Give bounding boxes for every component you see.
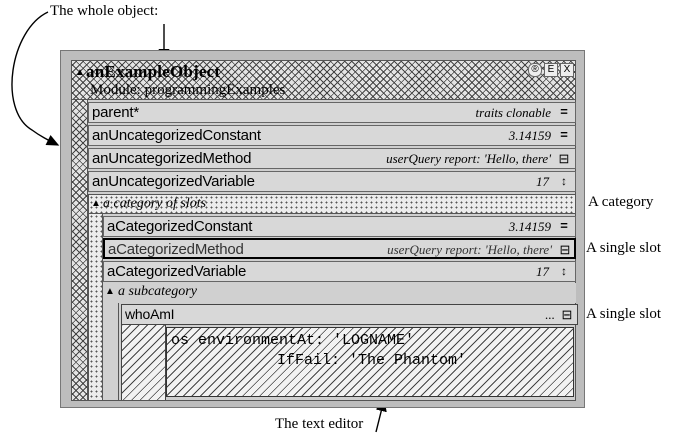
slot-row[interactable]: aCategorizedConstant 3.14159 = <box>103 216 576 237</box>
slot-row[interactable]: aCategorizedVariable 17 ↕ <box>103 261 576 282</box>
method-box-icon[interactable]: ⊟ <box>558 151 570 166</box>
editor-line[interactable]: IfFail: 'The Phantom' <box>277 352 467 369</box>
constant-icon[interactable]: = <box>560 104 568 119</box>
variable-arrows-icon[interactable]: ↕ <box>561 174 567 188</box>
category-header[interactable]: ▲ a category of slots <box>88 194 576 214</box>
slot-row-selected[interactable]: aCategorizedMethod userQuery report: 'He… <box>103 238 576 259</box>
slot-value: 17 <box>536 174 549 189</box>
slot-name: aCategorizedVariable <box>107 263 247 280</box>
slot-name: anUncategorizedConstant <box>92 127 261 144</box>
slot-value: 3.14159 <box>508 128 551 143</box>
slot-value: userQuery report: 'Hello, there' <box>386 151 551 166</box>
annotation-category: A category <box>588 194 654 210</box>
expand-triangle-icon[interactable]: ▲ <box>75 67 85 78</box>
slot-row[interactable]: parent* traits clonable = <box>88 102 576 123</box>
slot-value: traits clonable <box>475 105 551 120</box>
category-margin <box>88 214 103 400</box>
slot-name: whoAmI <box>125 306 175 322</box>
constant-icon[interactable]: = <box>560 218 568 233</box>
text-editor[interactable]: os environmentAt: 'LOGNAME' IfFail: 'The… <box>166 327 574 397</box>
slot-name: anUncategorizedMethod <box>92 150 252 167</box>
annotation-single-slot-1: A single slot <box>586 240 662 256</box>
annotation-whole-object: The whole object: <box>50 3 159 19</box>
object-margin <box>71 100 88 400</box>
category-label: a category of slots <box>103 196 207 211</box>
module-label: Module: programmingExamples <box>90 82 286 98</box>
slot-row-whoami[interactable]: whoAmI ... ⊟ <box>121 304 578 325</box>
slot-row[interactable]: anUncategorizedMethod userQuery report: … <box>88 148 576 169</box>
slot-name: aCategorizedConstant <box>107 218 253 235</box>
slot-name: parent* <box>92 104 139 121</box>
expand-triangle-icon[interactable]: ▲ <box>91 198 101 209</box>
object-title: anExampleObject <box>86 62 221 81</box>
annotation-single-slot-2: A single slot <box>586 306 662 322</box>
subcategory-margin <box>103 303 119 400</box>
constant-icon[interactable]: = <box>560 127 568 142</box>
method-box-icon[interactable]: ⊟ <box>561 307 573 322</box>
slot-row[interactable]: anUncategorizedVariable 17 ↕ <box>88 171 576 192</box>
slot-value: 3.14159 <box>508 219 551 234</box>
slot-value: 17 <box>536 264 549 279</box>
subcategory-label: a subcategory <box>118 284 197 299</box>
subcategory-header[interactable]: ▲ a subcategory <box>103 283 576 303</box>
arrow-to-outer-frame <box>11 11 60 146</box>
method-box-icon[interactable]: ⊟ <box>559 242 571 257</box>
expand-triangle-icon[interactable]: ▲ <box>105 286 115 297</box>
slot-margin <box>121 325 166 400</box>
slot-value: userQuery report: 'Hello, there' <box>387 242 552 257</box>
slot-name: anUncategorizedVariable <box>92 173 255 190</box>
slot-name: aCategorizedMethod <box>108 241 244 258</box>
annotation-text-editor: The text editor <box>275 416 364 432</box>
edit-icon[interactable]: E <box>544 63 558 77</box>
variable-arrows-icon[interactable]: ↕ <box>561 264 567 278</box>
object-header[interactable]: ▲ anExampleObject Module: programmingExa… <box>71 60 576 100</box>
editor-line[interactable]: os environmentAt: 'LOGNAME' <box>171 332 415 349</box>
outliner-menu-icon[interactable]: ® <box>528 63 542 77</box>
slot-value: ... <box>545 307 555 322</box>
slot-row[interactable]: anUncategorizedConstant 3.14159 = <box>88 125 576 146</box>
close-icon[interactable]: X <box>560 63 574 77</box>
